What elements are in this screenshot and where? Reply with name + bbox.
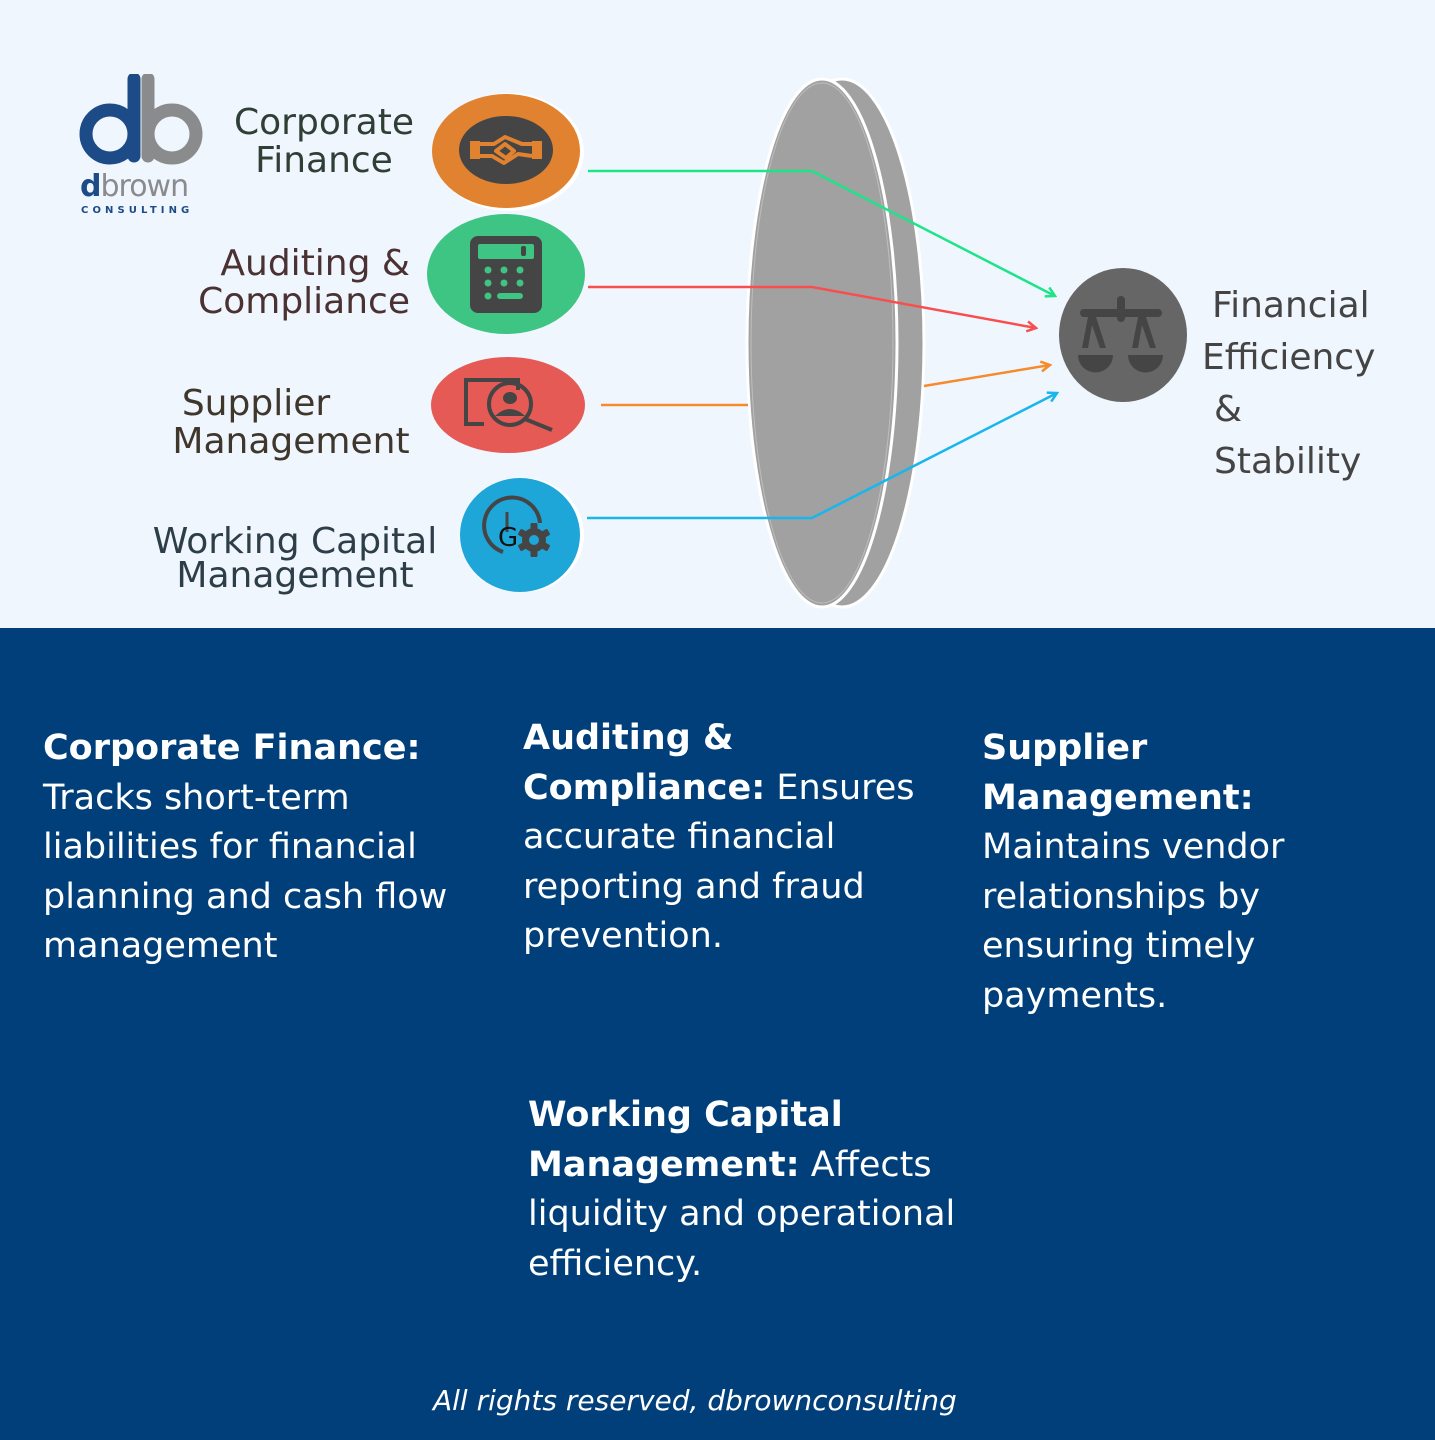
- brand-tagline: CONSULTING: [81, 205, 194, 216]
- label-line: Supplier: [181, 383, 331, 424]
- footer-copyright: All rights reserved, dbrownconsulting: [433, 1384, 957, 1417]
- wordmark-rest: brown: [100, 169, 189, 204]
- description-title: Corporate Finance:: [43, 728, 421, 768]
- diagram-panel: [0, 0, 1435, 628]
- description-corporate-finance: Corporate Finance: Tracks short-term lia…: [43, 724, 483, 972]
- description-text: Maintains vendor relationships by ensuri…: [982, 827, 1285, 1016]
- label-corporate-finance: Corporate Finance: [234, 104, 414, 180]
- label-supplier-management: Supplier Management: [170, 385, 412, 461]
- capital-gear-icon: G: [482, 495, 550, 557]
- label-line: Corporate: [234, 102, 414, 143]
- description-working-capital: Working Capital Management: Affects liqu…: [528, 1091, 968, 1289]
- supplier-search-icon: [464, 378, 553, 432]
- flow-diagram: G: [427, 77, 1187, 609]
- connector-working-capital: [587, 393, 1057, 520]
- brand-wordmark: dbrown: [80, 169, 189, 204]
- outcome-line: &: [1214, 389, 1243, 430]
- outcome-line: Efficiency: [1202, 337, 1376, 378]
- label-line: Auditing &: [220, 243, 410, 284]
- monogram-icon: [79, 74, 203, 165]
- description-title: Working Capital Management:: [528, 1095, 843, 1185]
- description-text: Ensures accurate financial reporting and…: [523, 767, 915, 957]
- balance-scale-icon: [1078, 296, 1163, 373]
- handshake-icon: [470, 135, 542, 165]
- working-capital-node: G: [460, 478, 584, 592]
- icon-overlay-letter: G: [498, 523, 518, 553]
- connector-supplier-management-right: [923, 365, 1050, 388]
- label-line: Management: [176, 555, 414, 596]
- description-text: Affects liquidity and operational effici…: [528, 1144, 956, 1284]
- supplier-management-node: [431, 357, 585, 453]
- connector-auditing-compliance: [588, 285, 1036, 328]
- label-line: Management: [172, 421, 410, 462]
- outcome-node: [1059, 268, 1187, 402]
- auditing-compliance-node: [427, 214, 585, 334]
- description-title: Supplier Management:: [982, 728, 1254, 818]
- description-auditing-compliance: Auditing & Compliance: Ensures accurate …: [523, 714, 943, 962]
- description-panel: [0, 628, 1435, 1440]
- description-title: Auditing & Compliance:: [523, 718, 766, 808]
- calculator-icon: [470, 236, 542, 313]
- description-text: Tracks short-term liabilities for financ…: [43, 777, 448, 967]
- label-line: Compliance: [198, 281, 410, 322]
- outcome-line: Financial: [1212, 285, 1370, 326]
- label-line: Finance: [255, 140, 393, 181]
- focus-lens: [745, 77, 926, 609]
- brand-logo: [79, 74, 203, 165]
- outcome-line: Stability: [1214, 441, 1362, 482]
- label-auditing-compliance: Auditing & Compliance: [190, 245, 410, 321]
- wordmark-d: d: [80, 169, 102, 204]
- connector-corporate-finance: [588, 169, 1055, 296]
- outcome-label: Financial Efficiency & Stability: [1202, 280, 1375, 488]
- label-working-capital: Working Capital Management: [150, 521, 440, 596]
- description-supplier-management: Supplier Management: Maintains vendor re…: [982, 724, 1342, 1021]
- corporate-finance-node: [432, 93, 584, 211]
- label-line: Working Capital: [152, 521, 438, 562]
